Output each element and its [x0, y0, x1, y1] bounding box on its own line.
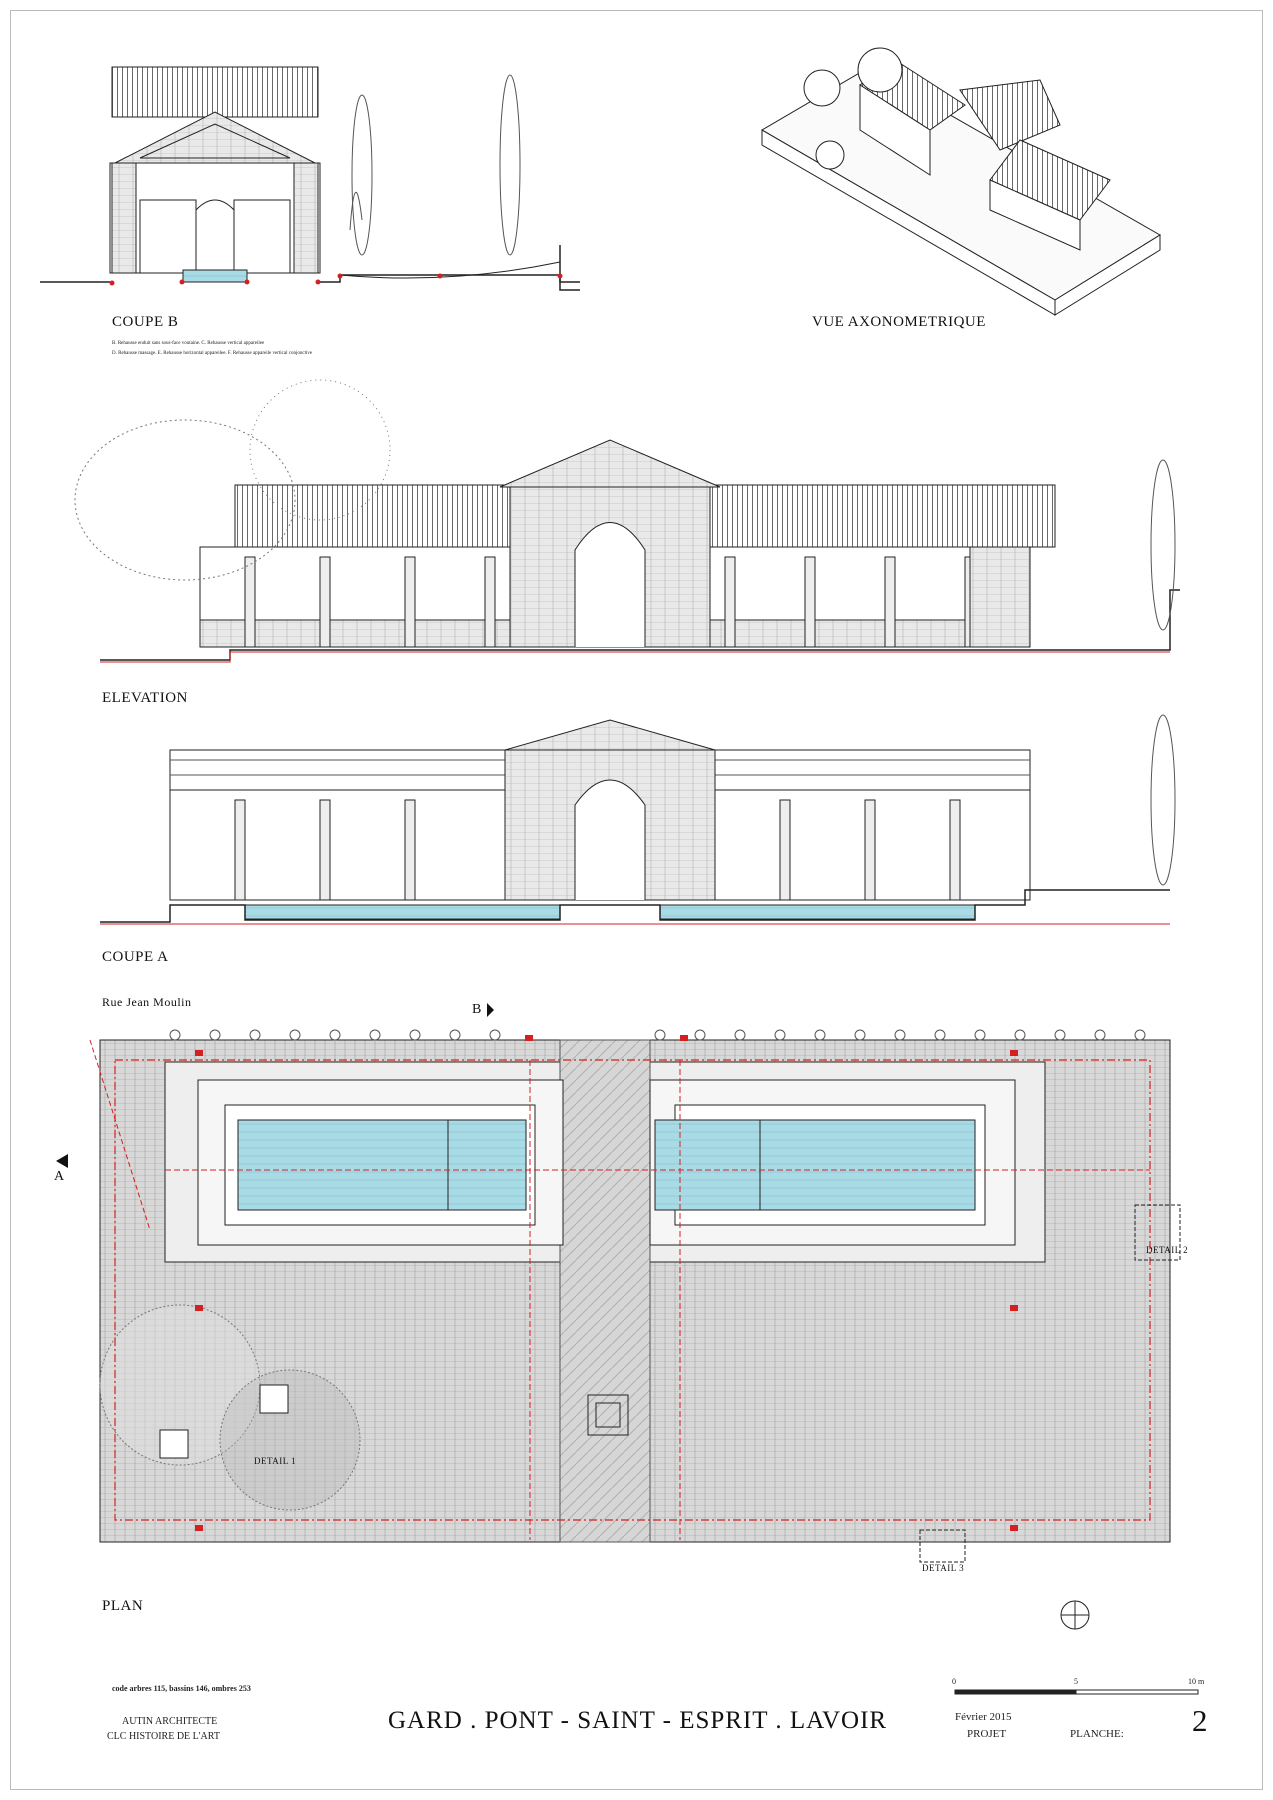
coupe-b-legend: B. Rehausse enduit sans sous-face voutai…	[112, 341, 265, 346]
architect-line-1: AUTIN ARCHITECTE	[122, 1716, 218, 1727]
coupe-b-drawing	[40, 66, 580, 291]
planche-number: 2	[1192, 1703, 1208, 1738]
street-name: Rue Jean Moulin	[102, 995, 192, 1009]
compass-rose	[1060, 1600, 1090, 1630]
section-marker-b: B	[472, 1002, 482, 1017]
detail-3-label: DETAIL 3	[922, 1563, 965, 1573]
sheet-date: Février 2015	[955, 1711, 1012, 1723]
section-marker-a: A	[54, 1169, 65, 1184]
scale-bar	[954, 1689, 1199, 1695]
vue-axonometrique-label: VUE AXONOMETRIQUE	[812, 314, 986, 330]
footer-codes: code arbres 115, bassins 146, ombres 253	[112, 1684, 251, 1693]
axonometric-drawing	[761, 47, 1161, 316]
coupe-a-drawing	[100, 714, 1176, 925]
scale-tick-0: 0	[952, 1677, 956, 1686]
scale-tick-5: 5	[1074, 1677, 1078, 1686]
detail-1-label: DETAIL 1	[254, 1456, 297, 1466]
sheet-frame	[10, 10, 1263, 1790]
plan-drawing	[56, 1003, 1181, 1563]
elevation-drawing	[74, 379, 1180, 663]
plan-label: PLAN	[102, 1598, 144, 1614]
architect-line-2: CLC HISTOIRE DE L'ART	[107, 1731, 220, 1742]
scale-tick-10: 10 m	[1188, 1677, 1205, 1686]
planche-label: PLANCHE:	[1070, 1728, 1124, 1740]
coupe-b-legend-2: D. Rehausse massage. E. Rehausse horizon…	[112, 351, 313, 356]
coupe-b-label: COUPE B	[112, 314, 179, 330]
sheet-status: PROJET	[967, 1728, 1007, 1740]
sheet-title: GARD . PONT - SAINT - ESPRIT . LAVOIR	[388, 1707, 888, 1734]
coupe-a-label: COUPE A	[102, 949, 169, 965]
detail-2-label: DETAIL 2	[1146, 1245, 1189, 1255]
elevation-label: ELEVATION	[102, 690, 188, 706]
